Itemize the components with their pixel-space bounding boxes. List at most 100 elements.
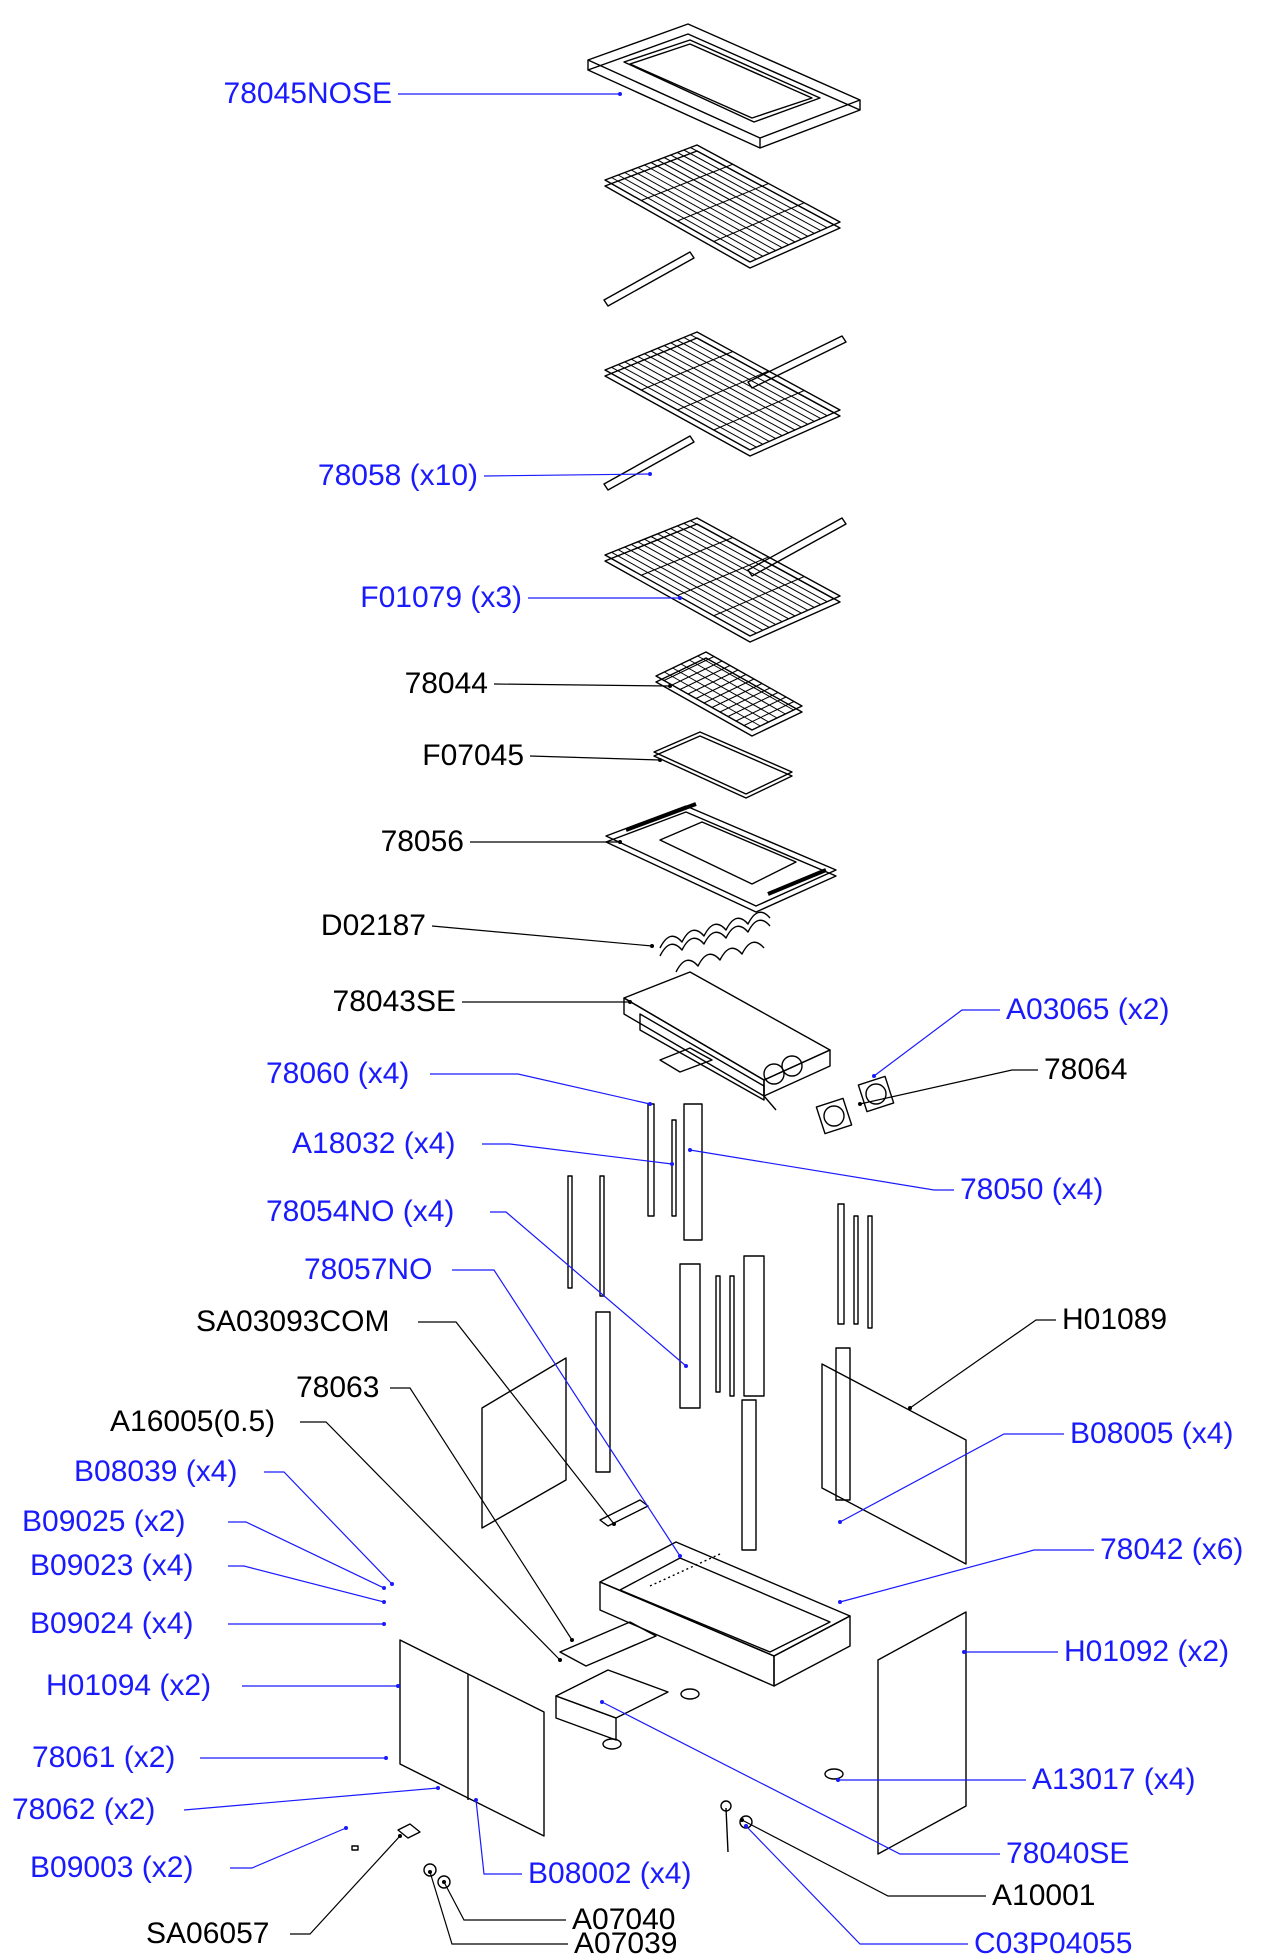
leader-tip-h01092 bbox=[962, 1650, 966, 1654]
leader-line-78042 bbox=[839, 1549, 1094, 1603]
callout-label-78040se: 78040SE bbox=[1006, 1837, 1130, 1870]
leader-line-78040se bbox=[601, 1701, 1000, 1855]
leader-tip-78045nose bbox=[618, 92, 622, 96]
leader-tip-b08005 bbox=[838, 1520, 842, 1524]
part-78044 bbox=[655, 651, 803, 737]
callout-label-b09025: B09025 (x2) bbox=[22, 1505, 186, 1538]
rack-crossbar bbox=[641, 351, 733, 391]
leader-tip-78058 bbox=[648, 472, 652, 476]
leader-tip-sa03093com bbox=[612, 1522, 616, 1526]
leader-line-78054no bbox=[490, 1211, 687, 1367]
leader-tip-78054no bbox=[684, 1364, 688, 1368]
leader-line-b08039 bbox=[264, 1471, 393, 1585]
callout-label-h01094: H01094 (x2) bbox=[46, 1669, 212, 1702]
leader-tip-a18032 bbox=[670, 1162, 674, 1166]
part-columns bbox=[567, 1103, 873, 1551]
leader-tip-a10001 bbox=[740, 1818, 744, 1822]
callout-label-h01092: H01092 (x2) bbox=[1064, 1635, 1230, 1668]
leader-line-78060 bbox=[430, 1073, 651, 1105]
rack-crossbar bbox=[735, 696, 787, 722]
leader-line-sa03093com bbox=[418, 1321, 615, 1525]
rack-crossbar bbox=[695, 674, 747, 699]
callout-label-b08005: B08005 (x4) bbox=[1070, 1417, 1234, 1450]
callout-label-a16005: A16005(0.5) bbox=[110, 1405, 276, 1438]
leader-line-a18032 bbox=[482, 1143, 673, 1165]
callout-label-78043se: 78043SE bbox=[332, 985, 456, 1018]
leader-tip-f07045 bbox=[658, 758, 662, 762]
leader-line-78063 bbox=[390, 1387, 573, 1641]
callout-label-f01079: F01079 (x3) bbox=[360, 581, 522, 614]
leader-tip-78061 bbox=[384, 1756, 388, 1760]
leader-tip-78063 bbox=[570, 1638, 574, 1642]
rack-crossbar bbox=[727, 692, 779, 717]
rack-crossbar bbox=[677, 370, 769, 411]
leader-line-78057no bbox=[452, 1269, 681, 1557]
callout-label-78054no: 78054NO (x4) bbox=[266, 1195, 455, 1228]
leader-line-f07045 bbox=[529, 755, 661, 761]
callout-label-78050: 78050 (x4) bbox=[960, 1173, 1104, 1206]
leader-tip-78057no bbox=[678, 1554, 682, 1558]
part-78063 bbox=[559, 1499, 657, 1667]
callout-label-78045nose: 78045NOSE bbox=[223, 77, 392, 110]
leader-tip-h01094 bbox=[396, 1684, 400, 1688]
leader-tip-78043se bbox=[628, 1000, 632, 1004]
rack-crossbar bbox=[713, 202, 805, 242]
callout-label-h01089: H01089 bbox=[1062, 1303, 1168, 1336]
part-78064-fans bbox=[815, 1075, 895, 1135]
part-small-bottom bbox=[351, 1800, 753, 1889]
leader-line-h01089 bbox=[909, 1319, 1056, 1409]
leader-tip-78064 bbox=[858, 1102, 862, 1106]
rack-crossbar bbox=[687, 669, 739, 695]
leader-tip-b09025 bbox=[382, 1586, 386, 1590]
part-78040SE bbox=[555, 1669, 669, 1741]
leader-tip-a07040 bbox=[442, 1880, 446, 1884]
leader-line-sa06057 bbox=[290, 1835, 401, 1935]
callout-label-b09024: B09024 (x4) bbox=[30, 1607, 194, 1640]
callout-label-78061: 78061 (x2) bbox=[32, 1741, 176, 1774]
callout-label-d02187: D02187 bbox=[320, 909, 426, 942]
leader-tip-sa06057 bbox=[398, 1834, 402, 1838]
callout-label-78064: 78064 bbox=[1044, 1053, 1128, 1086]
callout-label-78058: 78058 (x10) bbox=[317, 459, 478, 492]
rack-crossbar bbox=[677, 183, 769, 222]
leader-line-b08005 bbox=[839, 1433, 1064, 1523]
part-78056 bbox=[605, 802, 837, 913]
leader-tip-a07039 bbox=[428, 1870, 432, 1874]
part-F07045 bbox=[653, 731, 793, 799]
rack-crossbar bbox=[719, 687, 771, 713]
rack-crossbar bbox=[671, 660, 723, 686]
callout-label-a13017: A13017 (x4) bbox=[1032, 1763, 1196, 1796]
leader-tip-a13017 bbox=[836, 1778, 840, 1782]
leader-line-78050 bbox=[689, 1149, 954, 1191]
rack-crossbar bbox=[641, 537, 733, 576]
leader-tip-78040se bbox=[600, 1700, 604, 1704]
callout-label-78056: 78056 bbox=[380, 825, 464, 858]
leader-tip-a03065 bbox=[872, 1074, 876, 1078]
leader-line-78064 bbox=[859, 1069, 1038, 1105]
callout-label-sa03093com: SA03093COM bbox=[196, 1305, 390, 1338]
leader-tip-78044 bbox=[668, 684, 672, 688]
part-feet bbox=[602, 1688, 844, 1780]
leader-tip-b09003 bbox=[344, 1826, 348, 1830]
leader-tip-d02187 bbox=[650, 944, 654, 948]
leader-line-a07039 bbox=[429, 1871, 568, 1945]
leader-tip-78042 bbox=[838, 1600, 842, 1604]
rack-crossbar bbox=[711, 683, 763, 708]
callout-label-78060: 78060 (x4) bbox=[266, 1057, 410, 1090]
leader-line-c03p04055 bbox=[745, 1825, 968, 1945]
leader-line-a10001 bbox=[741, 1819, 986, 1897]
callout-label-b08039: B08039 (x4) bbox=[74, 1455, 238, 1488]
rack-crossbar bbox=[713, 576, 805, 617]
callout-label-a03065: A03065 (x2) bbox=[1006, 993, 1170, 1026]
callout-label-a10001: A10001 bbox=[992, 1879, 1096, 1912]
leader-line-d02187 bbox=[431, 925, 653, 947]
leader-line-a03065 bbox=[873, 1009, 1000, 1077]
part-H01094 bbox=[399, 1639, 545, 1837]
leader-tip-b09023 bbox=[382, 1600, 386, 1604]
callout-label-78044: 78044 bbox=[404, 667, 488, 700]
callout-label-b08002: B08002 (x4) bbox=[528, 1857, 692, 1890]
part-78043SE bbox=[623, 971, 831, 1111]
leader-tip-b08039 bbox=[390, 1582, 394, 1586]
